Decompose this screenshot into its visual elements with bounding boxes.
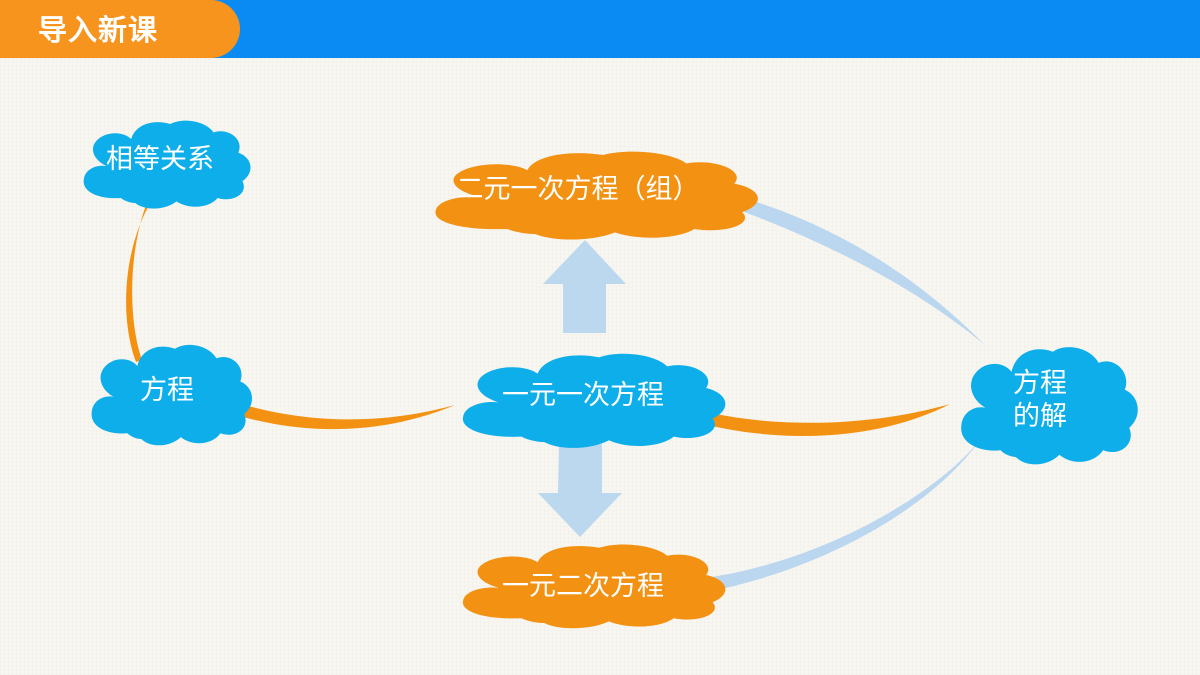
node-label-linear-two-var: 二元一次方程（组） [457, 174, 700, 205]
node-label-quadratic-one-var: 一元二次方程 [502, 571, 664, 602]
up-arrow [543, 240, 626, 333]
cloud-equation: 方程 [91, 344, 253, 446]
connector-twovar-to-solution [728, 194, 985, 345]
node-label-equal-relation: 相等关系 [106, 144, 214, 175]
node-label-solution-line2: 的解 [1013, 401, 1067, 432]
cloud-equal-relation: 相等关系 [83, 120, 251, 209]
connector-relation-to-equation [126, 200, 152, 362]
cloud-linear-one-var: 一元一次方程 [462, 353, 726, 448]
node-label-solution-line1: 方程 [1013, 368, 1067, 399]
page-title: 导入新课 [38, 13, 159, 47]
node-label-equation: 方程 [140, 375, 194, 406]
down-arrow [538, 444, 622, 537]
cloud-linear-two-var: 二元一次方程（组） [435, 151, 758, 240]
connector-quadratic-to-solution [705, 440, 980, 592]
cloud-quadratic-one-var: 一元二次方程 [462, 544, 726, 629]
cloud-solution: 方程 的解 [961, 347, 1138, 465]
node-label-linear-one-var: 一元一次方程 [502, 380, 664, 411]
header-tab: 导入新课 [0, 0, 240, 58]
connector-equation-to-linear [226, 400, 455, 430]
connector-linear-to-solution [688, 404, 950, 436]
